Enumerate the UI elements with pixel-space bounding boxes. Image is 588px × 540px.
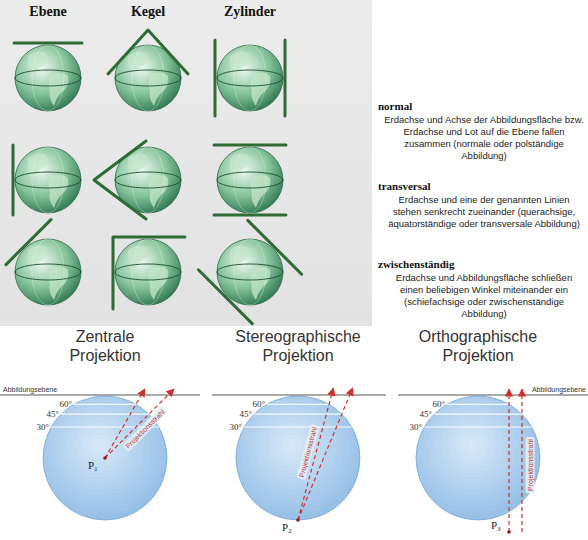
projection-cylinder xyxy=(198,270,252,324)
orientation-heading: normal xyxy=(378,100,583,113)
latitude-line xyxy=(74,404,136,405)
globe xyxy=(15,239,81,305)
latitude-label: 45° xyxy=(226,409,252,419)
projection-ray xyxy=(508,389,509,532)
projection-cylinder xyxy=(214,40,217,116)
globe xyxy=(15,45,81,111)
projection-centre xyxy=(507,530,511,534)
sphere xyxy=(43,396,167,520)
latitude-label: 30° xyxy=(216,422,242,432)
latitude-label: 45° xyxy=(33,409,59,419)
point-label: P₁ xyxy=(88,459,104,472)
projection-title: Stereographische Projektion xyxy=(213,327,383,365)
projection-plane xyxy=(12,145,15,215)
latitude-label: 45° xyxy=(406,409,432,419)
latitude-label: 60° xyxy=(46,399,72,409)
latitude-line xyxy=(447,404,509,405)
projection-centre xyxy=(103,456,107,460)
image-plane-label: Abbildungsebene xyxy=(3,385,83,394)
orientation-heading: transversal xyxy=(378,180,583,193)
latitude-line xyxy=(244,426,351,427)
projection-plane xyxy=(6,220,51,265)
latitude-line xyxy=(434,414,522,415)
projection-title: Zentrale Projektion xyxy=(40,327,170,365)
column-heading: Kegel xyxy=(103,3,193,20)
projection-cone xyxy=(108,30,188,74)
latitude-label: 60° xyxy=(419,399,445,409)
latitude-line xyxy=(254,414,342,415)
globe xyxy=(217,239,283,305)
projection-cylinder xyxy=(214,144,286,147)
point-label: P₃ xyxy=(491,519,507,532)
projection-cylinder xyxy=(214,214,286,217)
image-plane-label: Abbildungsebene xyxy=(506,385,586,394)
globe xyxy=(217,147,283,213)
globe xyxy=(217,45,283,111)
globe xyxy=(115,239,181,305)
ray-label: Projektionsstrahl xyxy=(526,437,535,493)
projection-centre xyxy=(296,518,300,522)
projection-cylinder xyxy=(248,220,302,274)
column-heading: Zylinder xyxy=(200,3,300,20)
orientation-description: Erdachse und eine der genannten Linien s… xyxy=(384,194,584,230)
latitude-line xyxy=(61,414,149,415)
projection-ray xyxy=(105,389,174,458)
projection-cone xyxy=(94,141,146,219)
latitude-label: 30° xyxy=(396,422,422,432)
ray-label: Projektionsstrahl xyxy=(296,424,319,480)
latitude-line xyxy=(267,404,329,405)
point-label: P₂ xyxy=(282,521,298,534)
ray-label: Projektionsstrahl xyxy=(122,406,168,452)
latitude-line xyxy=(424,426,531,427)
image-plane-line xyxy=(398,395,588,396)
orientation-heading: zwischenständig xyxy=(378,258,583,271)
latitude-label: 30° xyxy=(23,422,49,432)
projection-ray xyxy=(521,389,522,532)
projection-cylinder xyxy=(284,40,287,116)
projection-plane xyxy=(14,42,82,45)
column-heading: Ebene xyxy=(3,3,93,20)
image-plane-line xyxy=(0,395,200,396)
latitude-label: 60° xyxy=(239,399,265,409)
globe xyxy=(15,147,81,213)
orientation-description: Erdachse und Achse der Abbildungsfläche … xyxy=(384,114,584,162)
projection-cone xyxy=(113,237,185,309)
projection-title: Orthographische Projektion xyxy=(393,327,563,365)
globe-grid-ground xyxy=(0,0,372,326)
orientation-description: Erdachse und Abbildungsfläche schließen … xyxy=(384,272,584,320)
image-plane-line xyxy=(212,395,386,396)
